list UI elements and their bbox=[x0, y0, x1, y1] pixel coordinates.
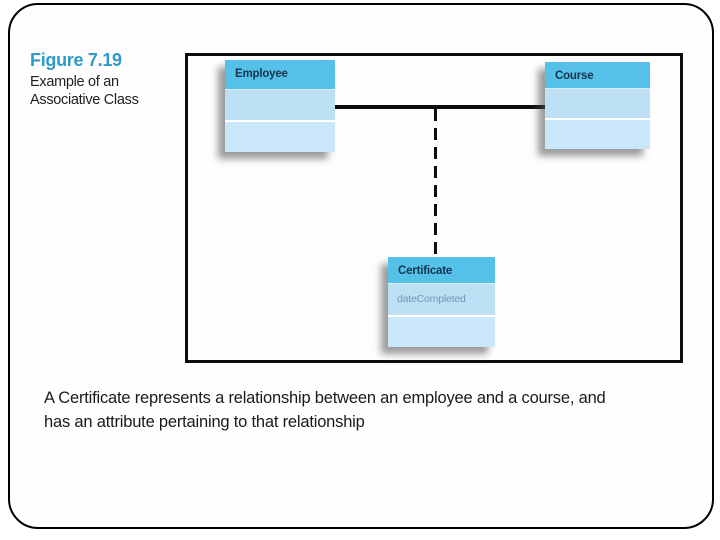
class-operations-section-course bbox=[545, 120, 650, 149]
class-attributes-section-course bbox=[545, 89, 650, 120]
attribute-date-completed: dateCompleted bbox=[397, 293, 466, 305]
class-box-employee: Employee bbox=[225, 60, 335, 152]
figure-subtitle-line1: Example of an bbox=[30, 74, 119, 90]
caption-line-1: A Certificate represents a relationship … bbox=[44, 389, 606, 407]
class-box-certificate: Certificate dateCompleted bbox=[388, 257, 495, 347]
class-attributes-section-employee bbox=[225, 90, 335, 122]
class-operations-section-certificate bbox=[388, 317, 495, 347]
figure-number: Figure 7.19 bbox=[30, 50, 122, 70]
figure-subtitle-line2: Associative Class bbox=[30, 92, 139, 108]
class-operations-section-employee bbox=[225, 122, 335, 152]
dashed-associative-link bbox=[434, 109, 437, 258]
class-title-certificate: Certificate bbox=[388, 257, 495, 284]
slide-caption: A Certificate represents a relationship … bbox=[44, 386, 694, 434]
class-box-course: Course bbox=[545, 62, 650, 149]
figure-label: Figure 7.19 Example of an Associative Cl… bbox=[30, 50, 180, 109]
class-title-employee: Employee bbox=[225, 60, 335, 90]
caption-line-2: has an attribute pertaining to that rela… bbox=[44, 413, 365, 431]
class-attributes-section-certificate: dateCompleted bbox=[388, 284, 495, 317]
association-line-employee-course bbox=[334, 105, 546, 109]
class-title-course: Course bbox=[545, 62, 650, 89]
